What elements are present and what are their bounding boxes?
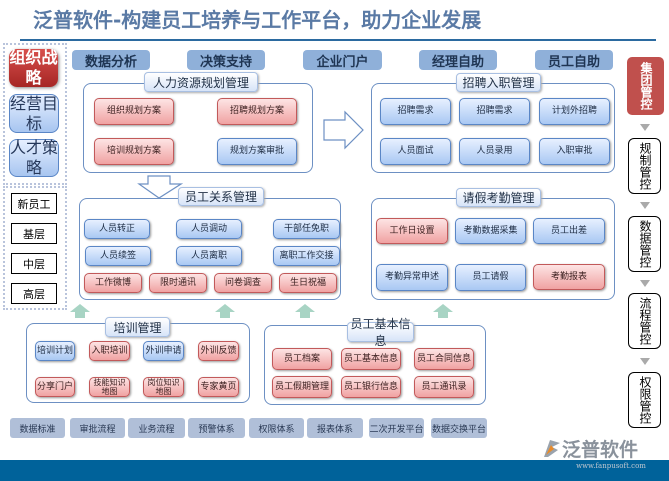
platform-item: 审批流程 [70, 418, 125, 438]
training-title: 培训管理 [105, 317, 170, 337]
nav-data-analysis[interactable]: 数据分析 [72, 50, 150, 70]
levels-group [3, 186, 67, 310]
recruit-title: 招聘入职管理 [456, 73, 541, 92]
down-arrow-icon [640, 280, 650, 287]
strategy-goal: 经营目标 [9, 93, 59, 133]
training-item[interactable]: 外训申请 [143, 341, 184, 361]
relations-item[interactable]: 问卷调查 [214, 273, 272, 293]
relations-item[interactable]: 人员转正 [84, 219, 150, 239]
footer-bar [0, 460, 669, 481]
basic-info-item[interactable]: 员工通讯录 [414, 376, 474, 398]
training-item[interactable]: 岗位知识地图 [143, 377, 184, 397]
hr-item[interactable]: 规划方案审批 [217, 138, 297, 165]
nav-decision[interactable]: 决策支持 [187, 50, 265, 70]
control-data: 数据管控 [628, 216, 661, 272]
down-arrow-icon [640, 202, 650, 209]
attendance-item[interactable]: 员工请假 [455, 264, 526, 291]
level-new: 新员工 [11, 193, 57, 214]
relations-item[interactable]: 限时通讯 [149, 273, 207, 293]
strategy-talent: 人才策略 [9, 138, 59, 177]
platform-item: 数据标准 [10, 418, 65, 438]
nav-manager[interactable]: 经理自助 [419, 50, 497, 70]
attendance-item[interactable]: 员工出差 [533, 218, 605, 244]
basic-info-item[interactable]: 员工银行信息 [341, 376, 401, 398]
logo-url: www.fanpusoft.com [576, 462, 646, 470]
level-high: 高层 [11, 283, 57, 304]
control-permission: 权限管控 [628, 372, 661, 428]
nav-portal[interactable]: 企业门户 [303, 50, 382, 70]
training-item[interactable]: 培训计划 [35, 341, 75, 361]
training-item[interactable]: 技能知识地图 [89, 377, 130, 397]
platform-item: 业务流程 [128, 418, 185, 438]
right-arrow-icon [323, 110, 364, 150]
relations-item[interactable]: 生日祝福 [279, 273, 337, 293]
strategy-org: 组织战略 [9, 48, 58, 87]
basic-info-item[interactable]: 员工合同信息 [414, 348, 474, 370]
relations-item[interactable]: 人员离职 [176, 246, 242, 266]
recruit-item[interactable]: 招聘需求 [459, 98, 530, 125]
nav-employee[interactable]: 员工自助 [535, 50, 613, 70]
attendance-title: 请假考勤管理 [456, 188, 541, 207]
platform-item: 报表体系 [307, 418, 363, 438]
down-arrow-icon [640, 124, 650, 131]
relations-item[interactable]: 工作微博 [84, 273, 142, 293]
control-group: 集团管控 [627, 57, 664, 115]
recruit-item[interactable]: 招聘需求 [380, 98, 451, 125]
up-arrow-icon [215, 304, 235, 318]
up-arrow-icon [433, 304, 453, 318]
relations-title: 员工关系管理 [178, 187, 264, 206]
basic-info-item[interactable]: 员工基本信息 [341, 348, 401, 370]
logo: 泛普软件 [540, 436, 665, 461]
title-underline [20, 39, 656, 41]
relations-item[interactable]: 干部任免职 [273, 219, 340, 239]
training-item[interactable]: 外训反馈 [198, 341, 239, 361]
platform-item: 二次开发平台 [369, 418, 424, 438]
hr-item[interactable]: 培训规划方案 [94, 138, 174, 165]
attendance-item[interactable]: 考勤异常申述 [376, 264, 448, 291]
relations-item[interactable]: 人员调动 [176, 219, 242, 239]
platform-item: 权限体系 [249, 418, 304, 438]
control-process: 流程管控 [628, 293, 661, 349]
relations-item[interactable]: 离职工作交接 [273, 246, 340, 266]
attendance-item[interactable]: 考勤报表 [533, 264, 605, 290]
recruit-item[interactable]: 人员录用 [459, 138, 530, 165]
strategy-group [3, 43, 67, 185]
recruit-item[interactable]: 计划外招聘 [539, 98, 610, 125]
down-arrow-icon [137, 175, 183, 199]
hr-item[interactable]: 组织规划方案 [94, 98, 174, 125]
basic-info-item[interactable]: 员工档案 [272, 348, 332, 370]
hr-planning-title: 人力资源规划管理 [144, 72, 258, 92]
relations-item[interactable]: 人员续签 [85, 246, 151, 266]
up-arrow-icon [295, 304, 315, 318]
platform-item: 数据交换平台 [431, 418, 487, 438]
basic-info-item[interactable]: 员工假期管理 [272, 376, 332, 398]
level-base: 基层 [11, 223, 57, 244]
down-arrow-icon [640, 358, 650, 365]
training-item[interactable]: 专家黄页 [198, 377, 239, 397]
training-item[interactable]: 分享门户 [35, 377, 75, 397]
attendance-item[interactable]: 工作日设置 [376, 218, 448, 244]
attendance-item[interactable]: 考勤数据采集 [455, 218, 526, 244]
page-title: 泛普软件-构建员工培养与工作平台，助力企业发展 [33, 8, 482, 32]
logo-icon [544, 440, 560, 457]
control-rules: 规制管控 [628, 138, 661, 194]
recruit-item[interactable]: 人员面试 [380, 138, 451, 165]
basic-info-title: 员工基本信息 [347, 317, 414, 348]
logo-name: 泛普软件 [562, 438, 639, 461]
up-arrow-icon [70, 304, 90, 318]
hr-item[interactable]: 招聘规划方案 [217, 98, 297, 125]
training-item[interactable]: 入职培训 [89, 341, 130, 361]
recruit-item[interactable]: 入职审批 [539, 138, 610, 165]
level-mid: 中层 [11, 253, 57, 274]
platform-item: 预警体系 [188, 418, 245, 438]
